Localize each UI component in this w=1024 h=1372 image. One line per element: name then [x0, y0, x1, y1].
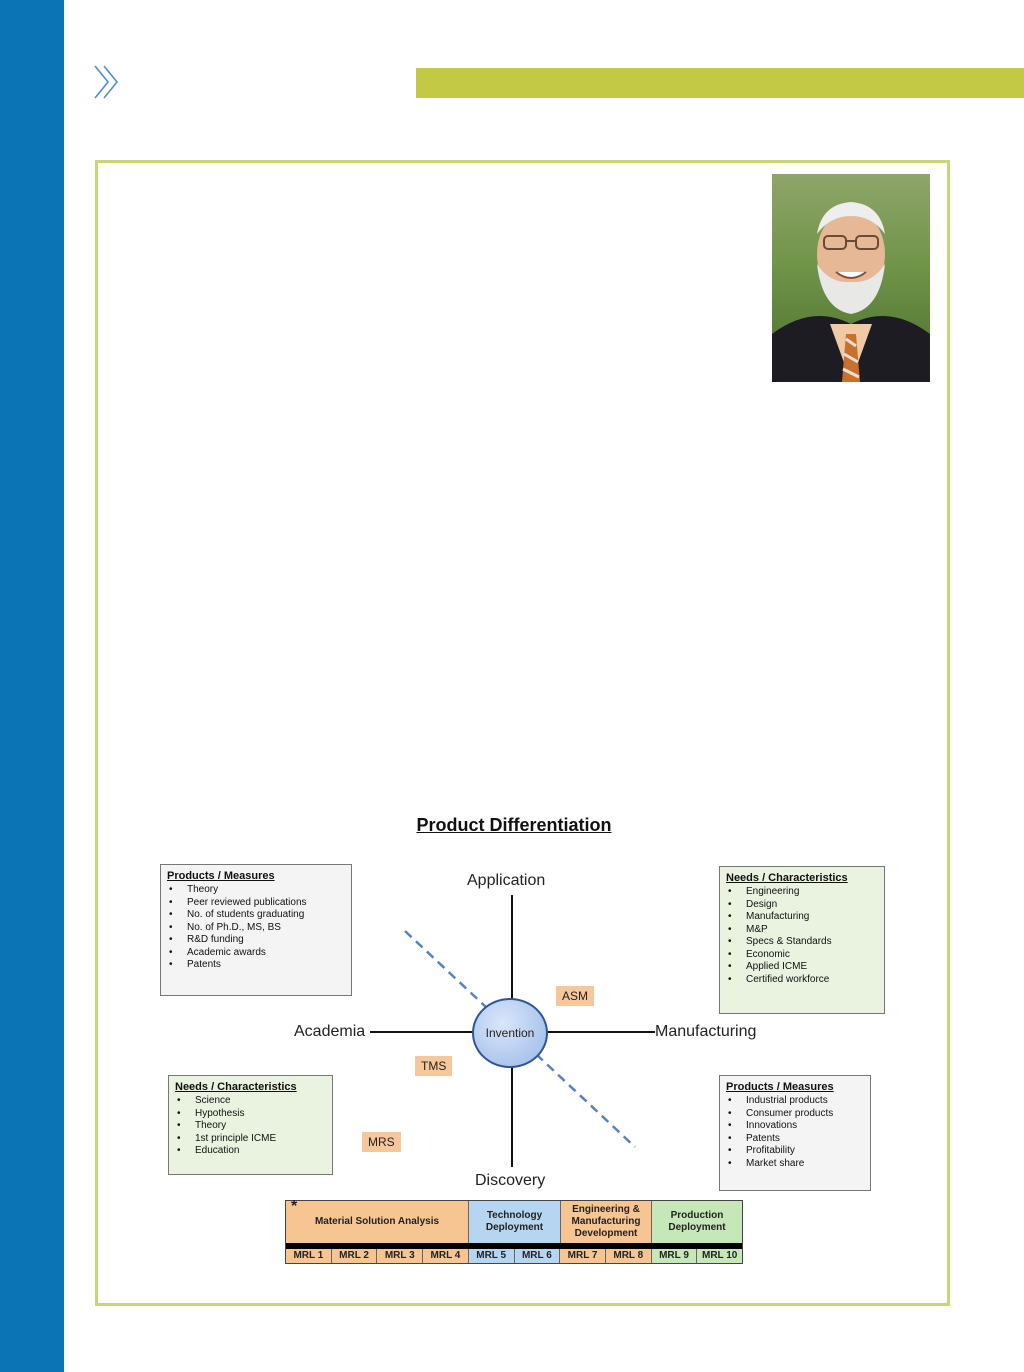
- box-bottom-left: Needs / Characteristics Science Hypothes…: [168, 1075, 333, 1175]
- mrl-level-cell: MRL 3: [377, 1249, 424, 1263]
- box-top-right: Needs / Characteristics Engineering Desi…: [719, 866, 885, 1014]
- phase-label: Material Solution Analysis: [314, 1216, 440, 1227]
- double-chevron-icon: [94, 65, 119, 99]
- box-heading: Needs / Characteristics: [726, 872, 848, 884]
- list-item: Academic awards: [167, 947, 345, 960]
- list-item: Peer reviewed publications: [167, 897, 345, 910]
- list-item: Patents: [167, 959, 345, 972]
- phase-cell: Technology Deployment: [469, 1201, 561, 1243]
- phase-cell: Engineering & Manufacturing Development: [561, 1201, 652, 1243]
- list-item: Hypothesis: [175, 1108, 326, 1121]
- tag-asm: ASM: [556, 986, 595, 1006]
- mrl-level-cell: MRL 1: [286, 1249, 332, 1263]
- list-item: M&P: [726, 924, 878, 937]
- list-item: Economic: [726, 949, 878, 962]
- bullet-list: Industrial products Consumer products In…: [726, 1095, 864, 1170]
- list-item: Manufacturing: [726, 911, 878, 924]
- mrl-level-cell: MRL 2: [331, 1249, 378, 1263]
- mrl-phase-row: * Material Solution Analysis Technology …: [286, 1198, 742, 1249]
- list-item: Specs & Standards: [726, 936, 878, 949]
- list-item: 1st principle ICME: [175, 1133, 326, 1146]
- product-differentiation-diagram: Product Differentiation Application Disc…: [150, 805, 910, 1275]
- list-item: Innovations: [726, 1120, 864, 1133]
- mrl-level-cell: MRL 10: [697, 1249, 743, 1263]
- tag-tms: TMS: [415, 1056, 453, 1076]
- bullet-list: Science Hypothesis Theory 1st principle …: [175, 1095, 326, 1158]
- asterisk-marker: *: [291, 1198, 298, 1215]
- phase-cell: * Material Solution Analysis: [286, 1198, 469, 1243]
- portrait-photo: [772, 174, 930, 382]
- list-item: Science: [175, 1095, 326, 1108]
- phase-label: Production Deployment: [668, 1210, 726, 1233]
- list-item: Patents: [726, 1133, 864, 1146]
- phase-label: Technology Deployment: [485, 1210, 544, 1233]
- box-heading: Products / Measures: [726, 1081, 834, 1093]
- list-item: Education: [175, 1145, 326, 1158]
- mrl-level-cell: MRL 5: [468, 1249, 515, 1263]
- diagram-title: Product Differentiation: [416, 815, 612, 835]
- list-item: R&D funding: [167, 934, 345, 947]
- invention-circle: Invention: [472, 998, 548, 1068]
- list-item: Industrial products: [726, 1095, 864, 1108]
- axis-label-top: Application: [467, 872, 546, 889]
- tag-mrs: MRS: [362, 1132, 401, 1152]
- list-item: Applied ICME: [726, 961, 878, 974]
- content-frame: [95, 160, 950, 1306]
- list-item: Theory: [175, 1120, 326, 1133]
- mrl-level-cell: MRL 4: [423, 1249, 469, 1263]
- list-item: No. of students graduating: [167, 909, 345, 922]
- list-item: Profitability: [726, 1145, 864, 1158]
- list-item: Theory: [167, 884, 345, 897]
- box-heading: Products / Measures: [167, 870, 275, 882]
- list-item: No. of Ph.D., MS, BS: [167, 922, 345, 935]
- axis-label-left: Academia: [294, 1023, 366, 1040]
- mrl-level-row: MRL 1 MRL 2 MRL 3 MRL 4 MRL 5 MRL 6 MRL …: [286, 1249, 743, 1263]
- list-item: Design: [726, 899, 878, 912]
- phase-label: Engineering & Manufacturing Development: [571, 1204, 641, 1239]
- list-item: Certified workforce: [726, 974, 878, 987]
- header-bar: [416, 68, 1024, 98]
- list-item: Consumer products: [726, 1108, 864, 1121]
- bullet-list: Theory Peer reviewed publications No. of…: [167, 884, 345, 972]
- mrl-level-cell: MRL 9: [651, 1249, 698, 1263]
- axis-label-bottom: Discovery: [475, 1172, 546, 1189]
- axis-label-right: Manufacturing: [655, 1023, 757, 1040]
- bullet-list: Engineering Design Manufacturing M&P Spe…: [726, 886, 878, 986]
- mrl-level-cell: MRL 6: [514, 1249, 561, 1263]
- left-sidebar-band: [0, 0, 64, 1372]
- mrl-level-cell: MRL 8: [605, 1249, 652, 1263]
- list-item: Market share: [726, 1158, 864, 1171]
- box-heading: Needs / Characteristics: [175, 1081, 297, 1093]
- box-bottom-right: Products / Measures Industrial products …: [719, 1075, 871, 1191]
- mrl-level-cell: MRL 7: [560, 1249, 606, 1263]
- list-item: Engineering: [726, 886, 878, 899]
- phase-cell: Production Deployment: [652, 1201, 742, 1243]
- mrl-table: * Material Solution Analysis Technology …: [285, 1198, 743, 1264]
- box-top-left: Products / Measures Theory Peer reviewed…: [160, 864, 352, 996]
- invention-label: Invention: [485, 1026, 535, 1040]
